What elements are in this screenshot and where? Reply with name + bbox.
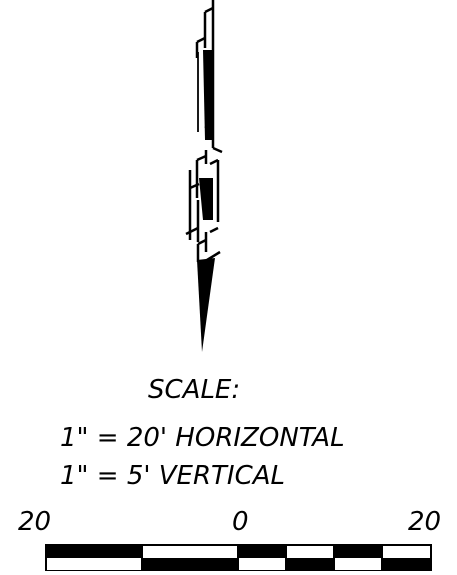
mid-right-tick <box>209 158 219 166</box>
upper-band-tick <box>204 122 214 130</box>
top-tick <box>204 6 214 14</box>
north-arrow-symbol <box>185 0 223 352</box>
mid-outer-tick <box>189 182 200 190</box>
scale-bar-label-right: 20 <box>408 507 441 537</box>
scale-bar-label-center: 0 <box>232 507 249 537</box>
mid-top-tick <box>212 146 223 154</box>
mid-flag-tick <box>196 154 207 162</box>
scale-bar-seg-3-bottom <box>286 558 334 571</box>
scale-bar-seg-5-bottom <box>382 558 431 571</box>
mid-lower-tick <box>185 226 199 236</box>
scale-vertical: 1" = 5' VERTICAL <box>60 461 285 491</box>
scale-bar-seg-4-top <box>334 545 382 558</box>
scale-bar-label-left: 20 <box>18 507 51 537</box>
middle-filled-block <box>199 178 213 220</box>
scale-bar-seg-left-top <box>46 545 142 558</box>
mid-lower-right-tick <box>209 226 219 234</box>
scale-bar-seg-2-top <box>238 545 286 558</box>
scale-bar <box>45 544 432 572</box>
scale-horizontal: 1" = 20' HORIZONTAL <box>60 423 345 453</box>
upper-filled-band <box>203 50 214 140</box>
scale-bar-seg-1-bottom <box>142 558 238 571</box>
scale-heading: SCALE: <box>148 375 240 405</box>
lower-flag-tick <box>197 238 207 246</box>
arrow-tip <box>197 258 215 352</box>
top-flag-tick <box>196 36 206 44</box>
